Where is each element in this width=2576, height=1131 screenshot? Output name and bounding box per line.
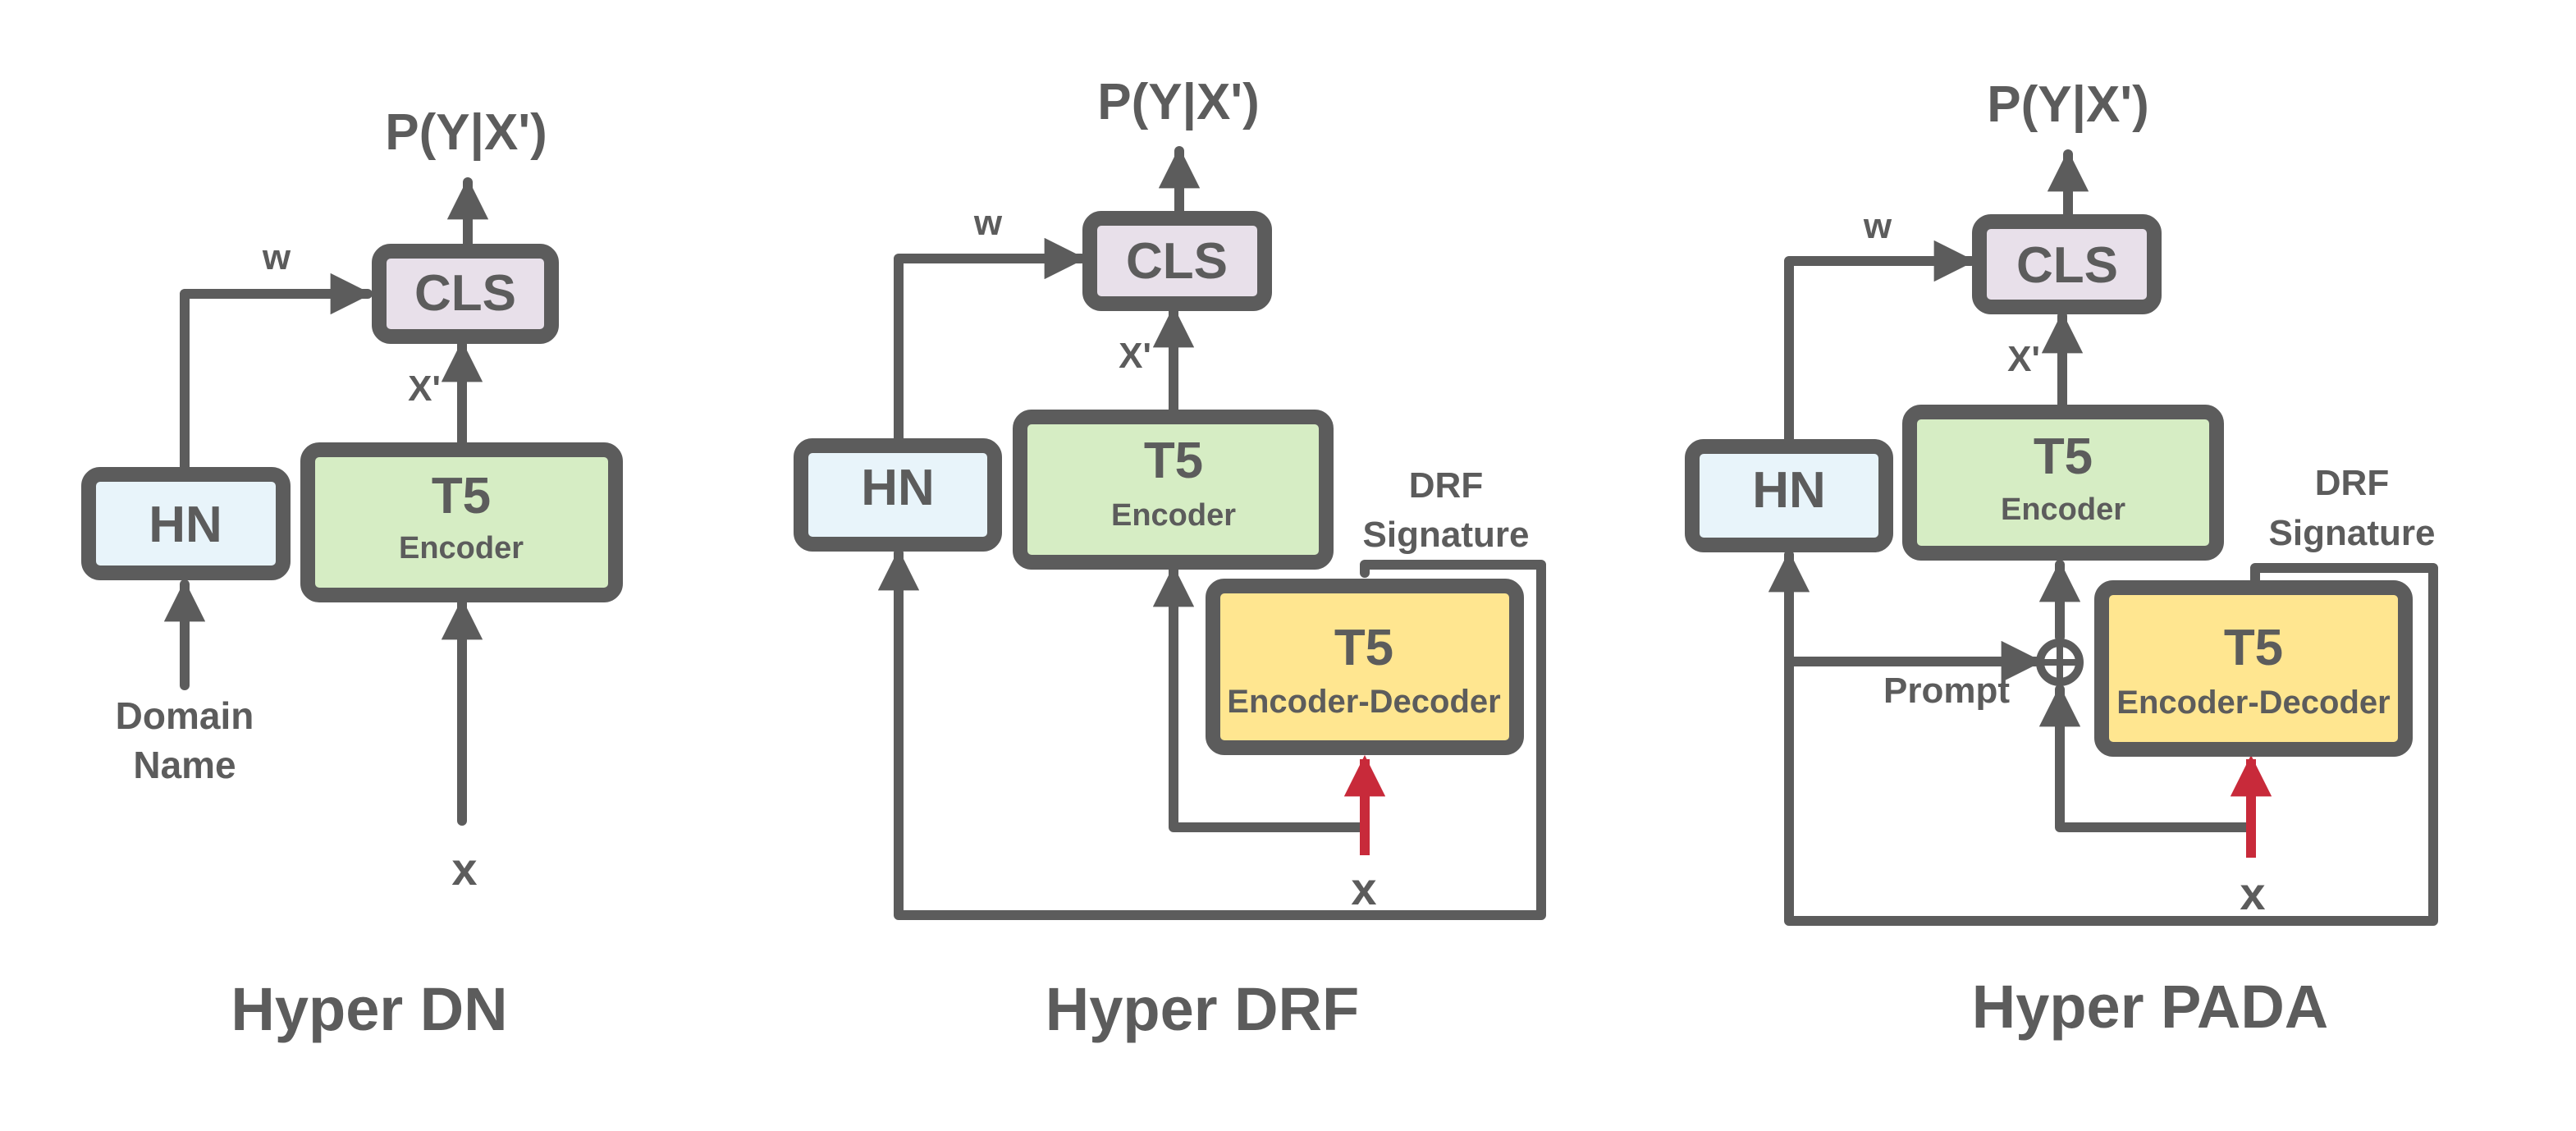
t5-encoder-decoder-subtitle: Encoder-Decoder [2116,685,2390,721]
t5-encoder-decoder-title: T5 [1334,620,1393,676]
hn-label: HN [861,460,935,516]
hn-box [794,438,1002,552]
cls-box [1082,211,1272,311]
hn-label: HN [149,497,222,553]
drf-signature-label-line2: Signature [2269,513,2436,553]
t5-encoder-title: T5 [2034,428,2093,485]
t5-encoder-title: T5 [1144,433,1203,489]
input-label: x [451,843,477,895]
hn-box [81,467,291,580]
domain-name-label-line2: Name [133,744,236,786]
domain-name-label-line1: Domain [116,694,254,737]
t5-encoder-decoder-box [1206,579,1524,755]
output-label: P(Y|X') [1987,76,2148,134]
prompt-label: Prompt [1883,671,2010,711]
feature-label: X' [2007,339,2040,379]
t5-encoder-decoder-subtitle: Encoder-Decoder [1227,684,1500,720]
diagram-title: Hyper DRF [1045,975,1359,1043]
weight-label: w [262,237,291,277]
weight-label: w [1863,206,1892,246]
signature-to-hn-arrow [877,548,1546,920]
drf-signature-label-line1: DRF [2315,463,2389,503]
diagram-hyper-dn: HN T5 Encoder CLS P(Y|X') w X' x Domain … [81,104,623,1043]
t5-encoder-box [1902,405,2224,561]
input-to-concat-arrow [2038,685,2256,832]
input-label: x [1351,863,1376,914]
t5-encoder-subtitle: Encoder [2001,492,2125,527]
output-label: P(Y|X') [385,104,547,162]
cls-label: CLS [1126,233,1228,290]
hn-box [1685,439,1893,552]
input-to-encoder-arrow [1152,565,1370,832]
cls-label: CLS [2016,237,2118,294]
diagram-title: Hyper DN [231,975,507,1043]
t5-encoder-subtitle: Encoder [1111,498,1236,533]
t5-encoder-decoder-box [2094,580,2413,757]
cls-box [1972,214,2162,314]
weight-label: w [973,203,1003,243]
feature-label: X' [1119,336,1151,376]
hn-to-cls-weight-arrow [1784,240,1976,448]
output-label: P(Y|X') [1097,74,1259,131]
t5-encoder-title: T5 [432,468,491,524]
diagram-hyper-pada: HN T5 Encoder CLS P(Y|X') T5 Encoder-Dec… [1685,76,2438,1041]
diagram-title: Hyper PADA [1972,973,2329,1041]
drf-signature-label-line1: DRF [1409,465,1483,506]
signature-to-hn-arrow [1768,550,2438,926]
hn-to-cls-weight-arrow [180,272,373,473]
hn-label: HN [1752,462,1826,519]
cls-box [372,244,559,344]
cls-label: CLS [414,265,516,322]
t5-encoder-box [1013,410,1334,570]
input-label: x [2240,868,2265,919]
drf-signature-label-line2: Signature [1363,515,1530,555]
t5-encoder-subtitle: Encoder [399,531,524,566]
t5-encoder-box [300,442,623,602]
feature-label: X' [408,369,441,409]
hn-to-cls-weight-arrow [894,237,1087,446]
t5-encoder-decoder-title: T5 [2224,620,2283,676]
diagram-hyper-drf: HN T5 Encoder CLS P(Y|X') T5 Encoder-Dec… [794,74,1546,1043]
